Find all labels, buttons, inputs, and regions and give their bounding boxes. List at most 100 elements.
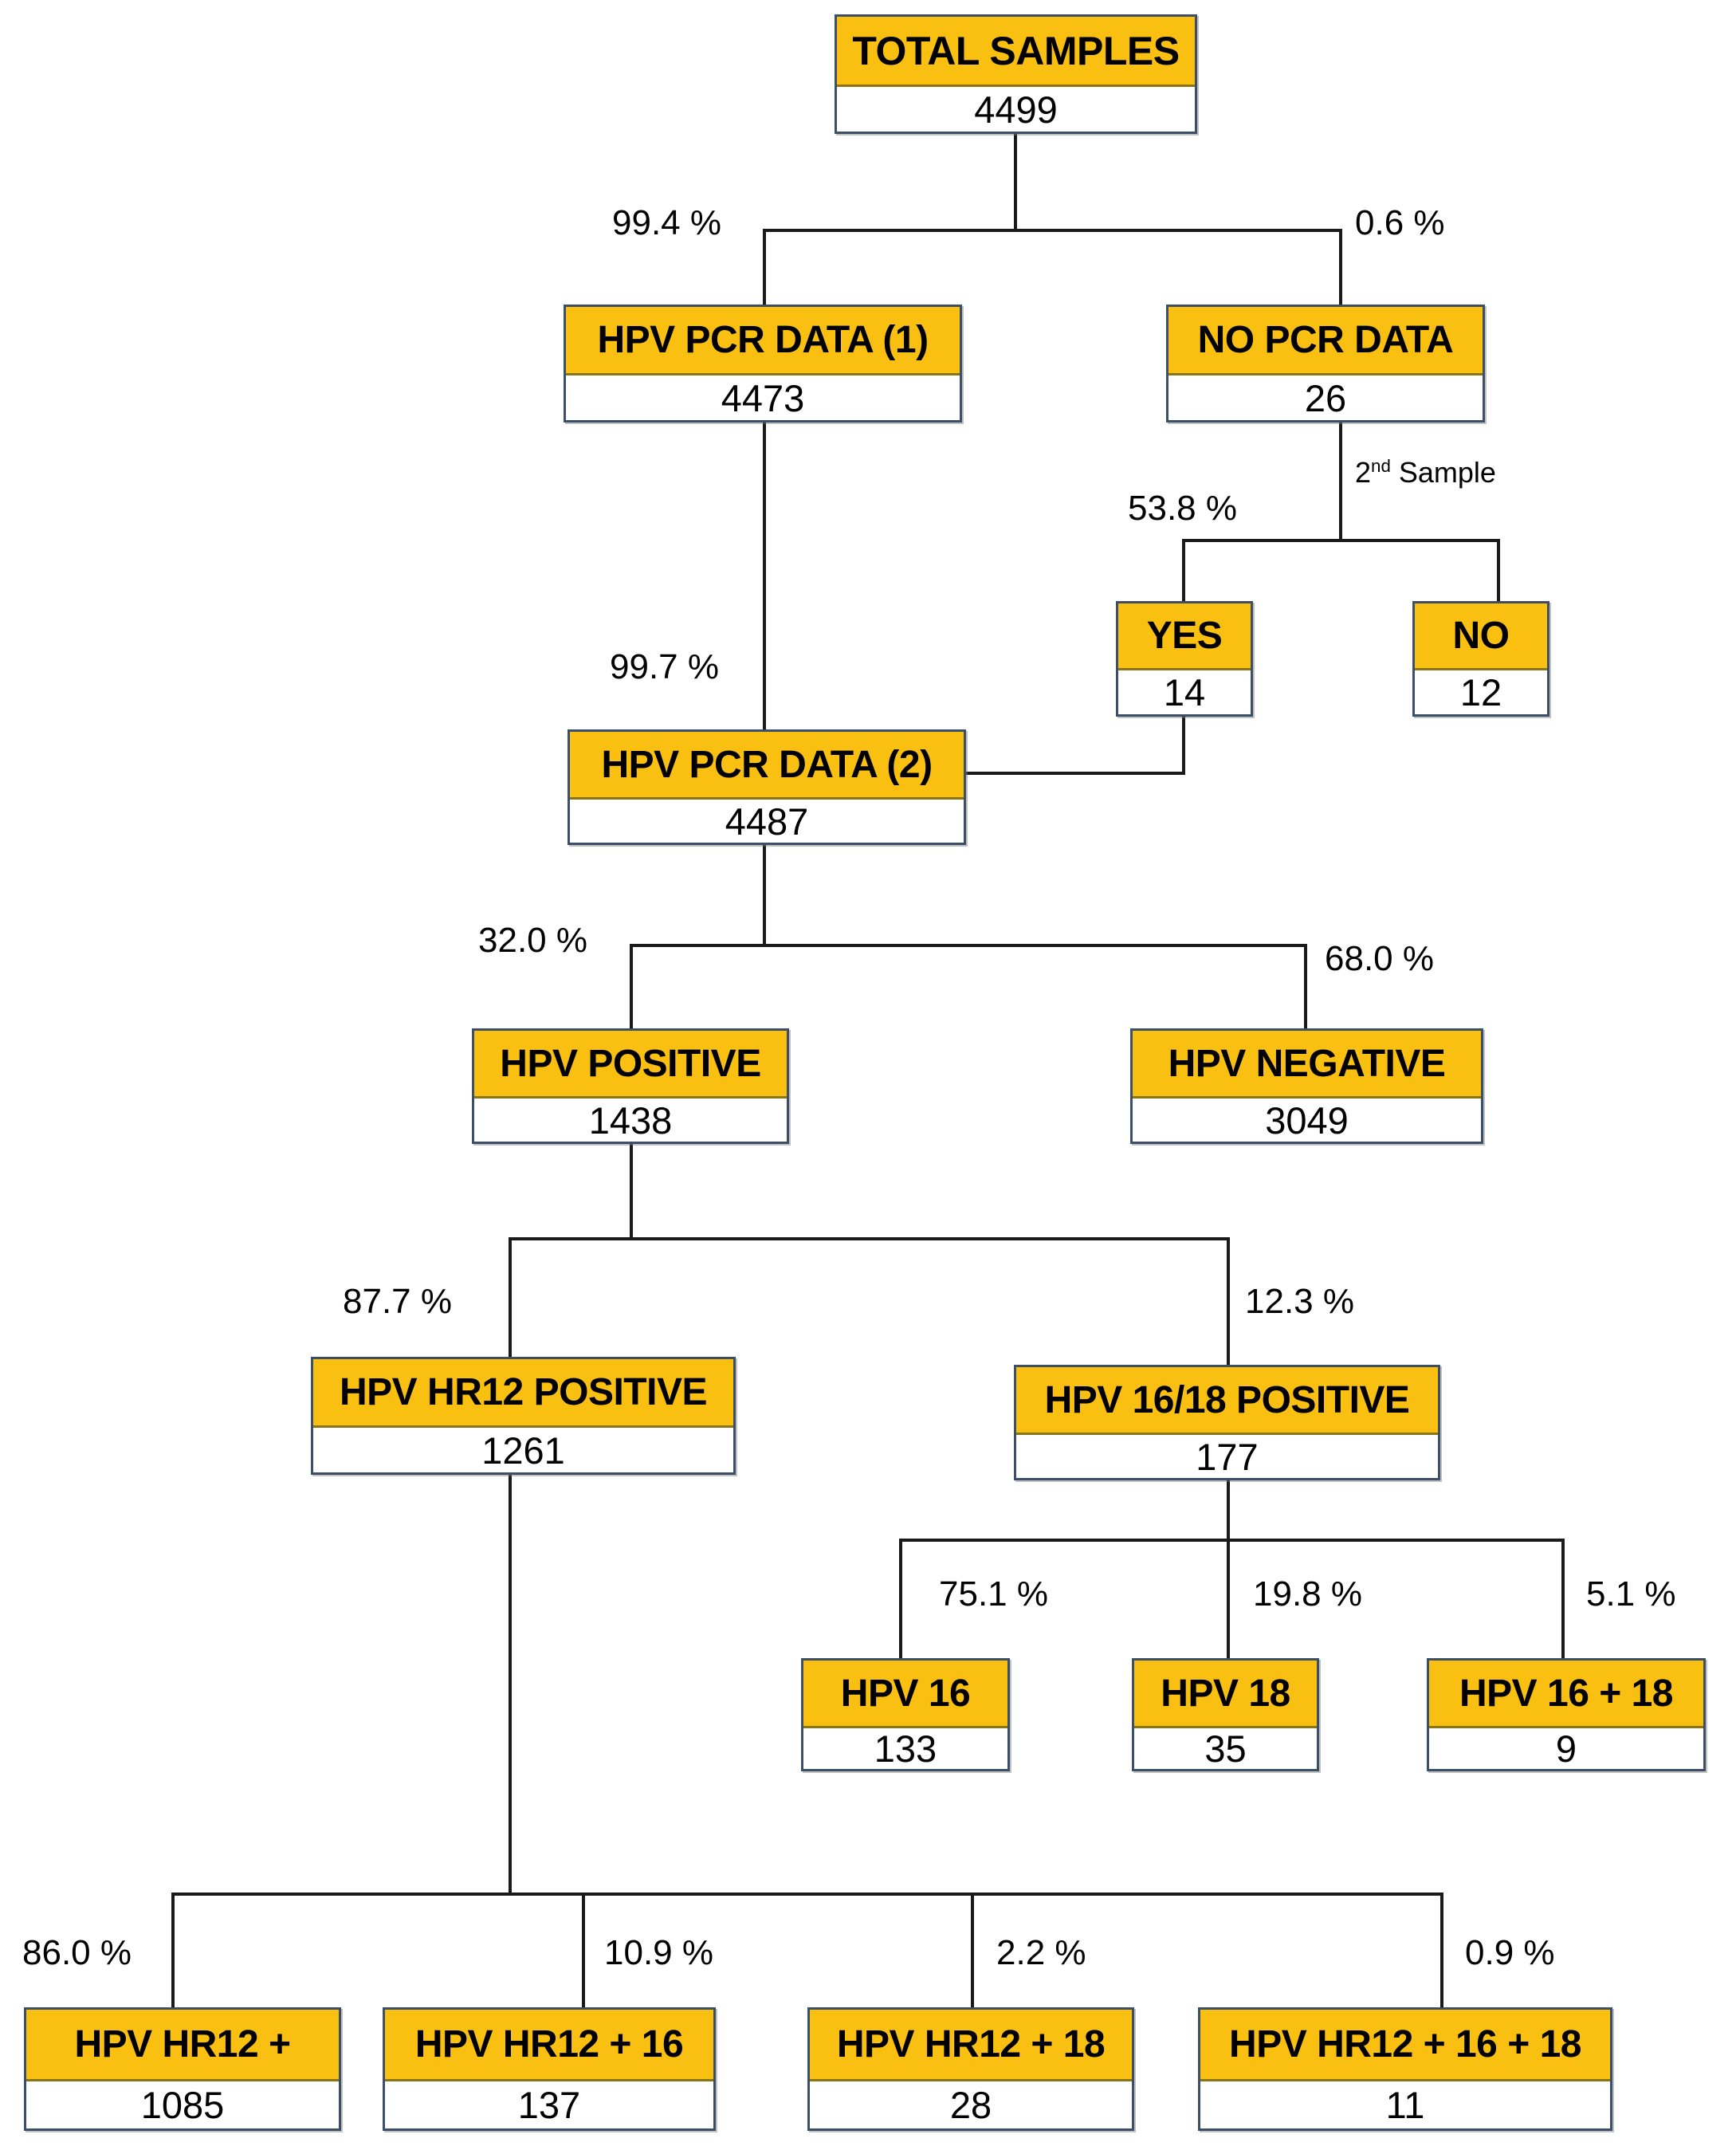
- node-hpv-hr12-18-label: HPV HR12 + 18: [810, 2010, 1132, 2081]
- second-sample-suffix: Sample: [1390, 456, 1496, 489]
- node-hpv-pcr-data-1-value: 4473: [566, 375, 960, 420]
- edge-label-75-1: 75.1 %: [939, 1574, 1048, 1613]
- node-second-sample-no-value: 12: [1415, 670, 1547, 714]
- edge-label-10-9: 10.9 %: [604, 1933, 713, 1972]
- connector-nopcr-down: [1339, 421, 1342, 542]
- node-hpv-16-18[interactable]: HPV 16 + 18 9: [1427, 1658, 1706, 1771]
- node-hpv-hr12[interactable]: HPV HR12 + 1085: [24, 2007, 341, 2131]
- node-hpv-hr12-16-label: HPV HR12 + 16: [385, 2010, 713, 2081]
- connector-to-hr12-18: [971, 1893, 974, 2009]
- edge-label-53-8: 53.8 %: [1128, 489, 1237, 528]
- node-hpv-1618-positive-label: HPV 16/18 POSITIVE: [1016, 1367, 1438, 1435]
- second-sample-note: 2nd Sample: [1355, 456, 1496, 489]
- connector-to-yes: [1182, 539, 1185, 603]
- node-hpv-positive-value: 1438: [474, 1099, 787, 1142]
- edge-label-87-7: 87.7 %: [343, 1282, 452, 1321]
- node-hpv-18[interactable]: HPV 18 35: [1132, 1658, 1319, 1771]
- node-hpv-16[interactable]: HPV 16 133: [801, 1658, 1010, 1771]
- edge-label-2-2: 2.2 %: [996, 1933, 1086, 1972]
- node-hpv-pcr-data-2-label: HPV PCR DATA (2): [570, 732, 964, 800]
- connector-level6-bar: [171, 1893, 1443, 1896]
- node-hpv-positive-label: HPV POSITIVE: [474, 1031, 787, 1099]
- edge-label-19-8: 19.8 %: [1253, 1574, 1362, 1613]
- connector-to-hpv16: [899, 1539, 902, 1660]
- node-hpv-1618-positive-value: 177: [1016, 1435, 1438, 1478]
- node-hpv-hr12-positive[interactable]: HPV HR12 POSITIVE 1261: [311, 1357, 736, 1475]
- node-hpv-positive[interactable]: HPV POSITIVE 1438: [472, 1028, 789, 1144]
- node-hpv-18-value: 35: [1134, 1727, 1317, 1770]
- edge-label-32-0: 32.0 %: [478, 921, 587, 960]
- second-sample-prefix: 2: [1355, 456, 1372, 489]
- edge-label-99-4: 99.4 %: [612, 203, 721, 242]
- node-hpv-hr12-18-value: 28: [810, 2081, 1132, 2128]
- node-total-samples[interactable]: TOTAL SAMPLES 4499: [835, 14, 1197, 134]
- connector-to-hpv1618: [1561, 1539, 1565, 1660]
- node-hpv-16-18-value: 9: [1429, 1727, 1703, 1770]
- node-hpv-hr12-16[interactable]: HPV HR12 + 16 137: [383, 2007, 716, 2131]
- connector-to-hr12-16: [582, 1893, 585, 2009]
- node-hpv-16-value: 133: [803, 1727, 1007, 1770]
- node-total-samples-value: 4499: [837, 87, 1195, 132]
- node-hpv-hr12-positive-value: 1261: [313, 1428, 733, 1472]
- connector-to-1618: [1227, 1237, 1230, 1366]
- node-hpv-hr12-label: HPV HR12 +: [26, 2010, 339, 2081]
- node-hpv-1618-positive[interactable]: HPV 16/18 POSITIVE 177: [1014, 1365, 1440, 1480]
- node-second-sample-yes-value: 14: [1118, 670, 1251, 714]
- connector-1618-down: [1227, 1476, 1230, 1542]
- node-hpv-16-18-label: HPV 16 + 18: [1429, 1661, 1703, 1728]
- edge-label-0-9: 0.9 %: [1465, 1933, 1555, 1972]
- connector-to-no: [1497, 539, 1500, 603]
- node-hpv-16-label: HPV 16: [803, 1661, 1007, 1728]
- edge-label-68-0: 68.0 %: [1325, 939, 1434, 978]
- connector-level4-bar: [509, 1237, 1230, 1240]
- node-hpv-hr12-16-value: 137: [385, 2081, 713, 2128]
- edge-label-12-3: 12.3 %: [1245, 1282, 1354, 1321]
- connector-to-hr12-16-18: [1440, 1893, 1443, 2009]
- connector-to-positive: [630, 944, 633, 1030]
- connector-hr12-down: [509, 1473, 512, 1896]
- node-hpv-pcr-data-1-label: HPV PCR DATA (1): [566, 307, 960, 375]
- second-sample-sup: nd: [1371, 456, 1391, 476]
- node-hpv-hr12-16-18-label: HPV HR12 + 16 + 18: [1200, 2010, 1610, 2081]
- connector-yes-down: [1182, 715, 1185, 775]
- node-no-pcr-data-label: NO PCR DATA: [1168, 307, 1483, 375]
- node-second-sample-no-label: NO: [1415, 603, 1547, 670]
- connector-pcr2-down: [763, 843, 766, 947]
- node-hpv-pcr-data-2-value: 4487: [570, 800, 964, 843]
- node-hpv-negative-label: HPV NEGATIVE: [1133, 1031, 1481, 1099]
- connector-level5-bar: [899, 1539, 1565, 1542]
- connector-to-hr12plus: [171, 1893, 175, 2009]
- edge-label-5-1: 5.1 %: [1586, 1574, 1676, 1613]
- connector-to-pcr1: [763, 229, 766, 306]
- node-hpv-hr12-16-18-value: 11: [1200, 2081, 1610, 2128]
- node-second-sample-yes-label: YES: [1118, 603, 1251, 670]
- node-hpv-hr12-value: 1085: [26, 2081, 339, 2128]
- node-total-samples-label: TOTAL SAMPLES: [837, 17, 1195, 87]
- connector-level1-bar: [763, 229, 1342, 232]
- edge-label-99-7: 99.7 %: [610, 647, 719, 686]
- node-hpv-negative-value: 3049: [1133, 1099, 1481, 1142]
- edge-label-0-6: 0.6 %: [1355, 203, 1445, 242]
- connector-to-hpv18: [1227, 1539, 1230, 1660]
- node-second-sample-yes[interactable]: YES 14: [1116, 601, 1253, 717]
- node-hpv-pcr-data-1[interactable]: HPV PCR DATA (1) 4473: [564, 305, 962, 423]
- node-hpv-18-label: HPV 18: [1134, 1661, 1317, 1728]
- connector-to-hr12: [509, 1237, 512, 1358]
- connector-pcr1-to-pcr2: [763, 421, 766, 740]
- connector-to-negative: [1304, 944, 1307, 1030]
- edge-label-86-0: 86.0 %: [22, 1933, 132, 1972]
- node-no-pcr-data[interactable]: NO PCR DATA 26: [1166, 305, 1485, 423]
- node-hpv-hr12-16-18[interactable]: HPV HR12 + 16 + 18 11: [1198, 2007, 1612, 2131]
- node-hpv-hr12-18[interactable]: HPV HR12 + 18 28: [807, 2007, 1134, 2131]
- connector-2ndsample-bar: [1182, 539, 1500, 542]
- connector-total-down: [1014, 133, 1017, 230]
- node-hpv-pcr-data-2[interactable]: HPV PCR DATA (2) 4487: [568, 729, 966, 845]
- connector-to-nopcr: [1339, 229, 1342, 306]
- connector-level3-bar: [630, 944, 1307, 947]
- connector-positive-down: [630, 1143, 633, 1240]
- node-hpv-negative[interactable]: HPV NEGATIVE 3049: [1130, 1028, 1483, 1144]
- node-second-sample-no[interactable]: NO 12: [1412, 601, 1549, 717]
- connector-yes-to-pcr2: [966, 772, 1185, 775]
- node-no-pcr-data-value: 26: [1168, 375, 1483, 420]
